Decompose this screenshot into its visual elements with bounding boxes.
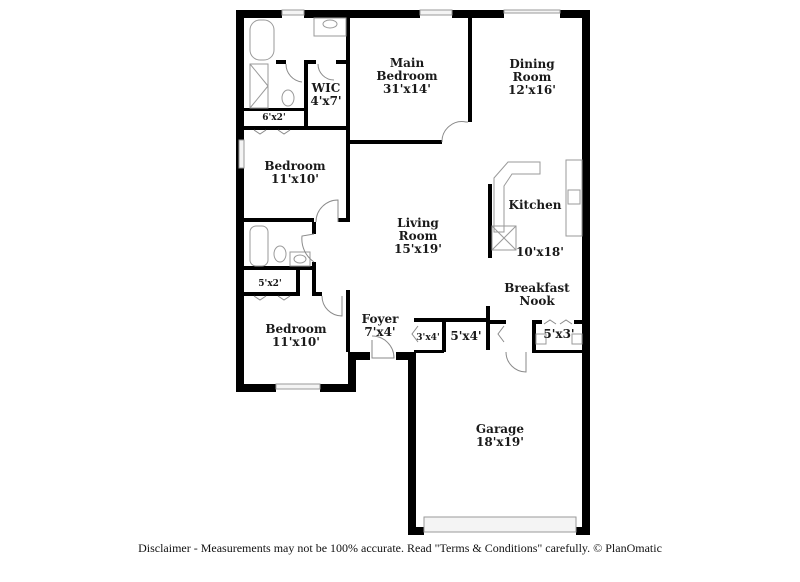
room-label-main-bedroom: Main Bedroom 31'x14' [376, 57, 437, 96]
room-name-line1: Breakfast [504, 281, 570, 295]
room-name-line2: Room [512, 70, 552, 84]
room-size: 11'x10' [272, 335, 320, 349]
room-size: 5'x3' [543, 327, 575, 341]
room-size: 4'x7' [310, 94, 342, 108]
room-name-line2: Bedroom [376, 69, 438, 83]
room-label-garage: Garage 18'x19' [476, 423, 524, 449]
exterior-walls [236, 10, 590, 535]
room-label-breakfast-nook: Breakfast Nook [504, 282, 569, 308]
room-name-line2: Room [398, 229, 438, 243]
room-label-dining-room: Dining Room 12'x16' [508, 58, 556, 97]
room-label-closet-5x3: 5'x3' [543, 328, 574, 341]
room-name-line1: Main [389, 56, 425, 70]
room-label-foyer: Foyer 7'x4' [362, 313, 399, 339]
room-label-bedroom-lower: Bedroom 11'x10' [265, 323, 326, 349]
doors [253, 63, 573, 373]
room-size: 6'x2' [262, 113, 286, 123]
room-size: 18'x19' [476, 435, 524, 449]
room-size: 12'x16' [508, 83, 556, 97]
room-size: 15'x19' [394, 242, 442, 256]
room-name: Garage [475, 422, 525, 436]
room-label-closet-5x4: 5'x4' [450, 330, 481, 343]
fixtures [249, 17, 583, 345]
room-size: 7'x4' [364, 325, 396, 339]
room-name-line2: Nook [519, 294, 555, 308]
room-name: Kitchen [508, 198, 562, 212]
room-label-bedroom-upper: Bedroom 11'x10' [264, 160, 325, 186]
room-label-closet-3x4: 3'x4' [416, 333, 439, 343]
room-size: 5'x4' [450, 329, 482, 343]
room-name: WIC [311, 81, 341, 95]
room-label-wic: WIC 4'x7' [310, 82, 341, 108]
room-label-kitchen: Kitchen [509, 199, 562, 212]
disclaimer-text: Disclaimer - Measurements may not be 100… [138, 541, 662, 555]
room-name-line1: Living [397, 216, 439, 230]
room-size: 11'x10' [271, 172, 319, 186]
room-size: 5'x2' [258, 279, 282, 289]
room-label-closet-5x2: 5'x2' [258, 279, 281, 289]
interior-walls [244, 10, 582, 353]
room-label-kitchen-size: 10'x18' [516, 246, 564, 259]
room-name: Bedroom [264, 159, 326, 173]
room-size: 3'x4' [416, 333, 440, 343]
windows [238, 9, 577, 533]
room-label-closet-6x2: 6'x2' [262, 113, 285, 123]
room-name-line1: Dining [509, 57, 555, 71]
room-size: 10'x18' [516, 245, 564, 259]
room-name: Foyer [361, 312, 399, 326]
room-label-living-room: Living Room 15'x19' [394, 217, 442, 256]
room-size: 31'x14' [383, 82, 431, 96]
room-name: Bedroom [265, 322, 327, 336]
